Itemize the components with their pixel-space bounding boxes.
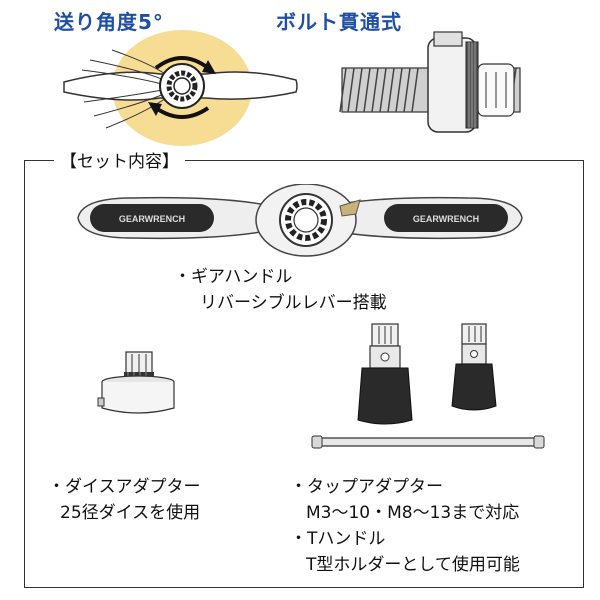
reversible-lever (339, 199, 361, 217)
tap-adapter-large-image (357, 323, 413, 425)
left-grip (90, 204, 214, 232)
gear-handle-image: GEARWRENCH GEARWRENCH (77, 184, 523, 257)
ratchet-angle-illustration (63, 30, 298, 146)
t-handle-caption-line2: T型ホルダーとして使用可能 (306, 555, 520, 575)
bolt-through-illustration (339, 31, 521, 133)
rotation-arrow-top (154, 56, 210, 70)
brand-logo-left: GEARWRENCH (119, 214, 185, 224)
die-adapter-caption-line1: ・ダイスアダプター (48, 477, 201, 497)
handle-caption-line1: ・ギアハンドル (174, 267, 293, 287)
t-handle-rod-image (311, 435, 545, 449)
bolt-through-heading: ボルト貫通式 (276, 10, 402, 34)
handle-caption-line2: リバーシブルレバー搭載 (200, 293, 387, 313)
t-handle-caption-line1: ・Tハンドル (290, 529, 386, 549)
tap-adapter-small-image (451, 323, 497, 411)
die-adapter-caption-line2: 25径ダイスを使用 (60, 503, 201, 523)
rotation-arrow-bottom (154, 106, 210, 119)
tap-adapter-caption-line2: M3～10・M8～13まで対応 (306, 503, 520, 523)
die-adapter-image (97, 351, 175, 414)
brand-logo-right: GEARWRENCH (413, 214, 479, 224)
set-contents-frame (24, 160, 584, 588)
tap-adapter-caption-line1: ・タップアダプター (290, 477, 443, 497)
set-contents-title: 【セット内容】 (54, 147, 185, 172)
feed-angle-heading: 送り角度5° (54, 10, 164, 34)
right-grip (384, 204, 508, 232)
